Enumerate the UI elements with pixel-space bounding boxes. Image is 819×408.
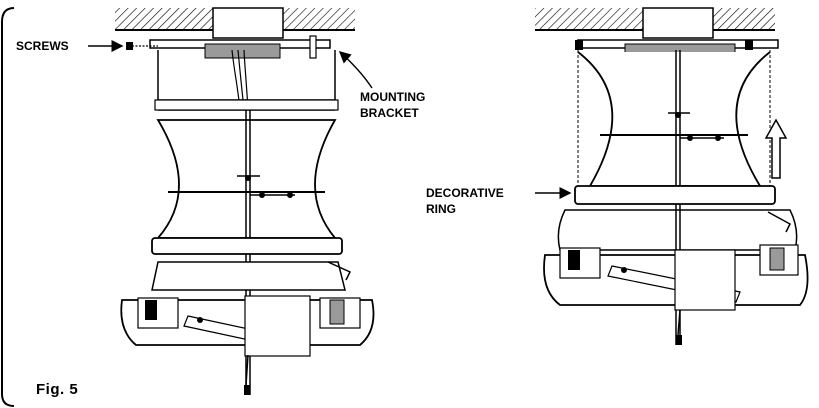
lift-arrow-icon	[764, 118, 788, 179]
pin-clip-right	[668, 112, 724, 141]
label-decorative-ring-line1: DECORATIVE	[426, 186, 504, 200]
decorative-ring-left	[151, 237, 343, 255]
wire-end-left	[245, 354, 249, 386]
frame-border	[1, 7, 15, 407]
junction-box-right	[642, 7, 714, 39]
mounting-arrow	[338, 50, 373, 89]
label-screws: SCREWS	[16, 39, 69, 53]
right-fan-assembly	[535, 7, 809, 345]
label-mounting-bracket-line1: MOUNTING	[360, 90, 426, 104]
figure-caption: Fig. 5	[36, 381, 79, 398]
canopy-body-right	[577, 51, 771, 187]
junction-box-left	[212, 7, 284, 39]
screw-left	[126, 42, 158, 50]
wire-end-right	[677, 309, 681, 336]
motor-housing-left	[151, 261, 346, 291]
label-decorative-ring-line2: RING	[426, 202, 456, 216]
bracket-clip-right	[767, 211, 791, 233]
bracket-plate-left	[204, 43, 281, 59]
bracket-tab-right	[309, 35, 317, 59]
pin-clip-left	[237, 175, 295, 198]
label-mounting-bracket-line2: BRACKET	[360, 106, 419, 120]
motor-housing-right	[557, 209, 798, 251]
decorative-ring-right	[574, 185, 776, 205]
bracket-clip-left	[327, 261, 352, 281]
left-fan-assembly	[115, 7, 375, 395]
